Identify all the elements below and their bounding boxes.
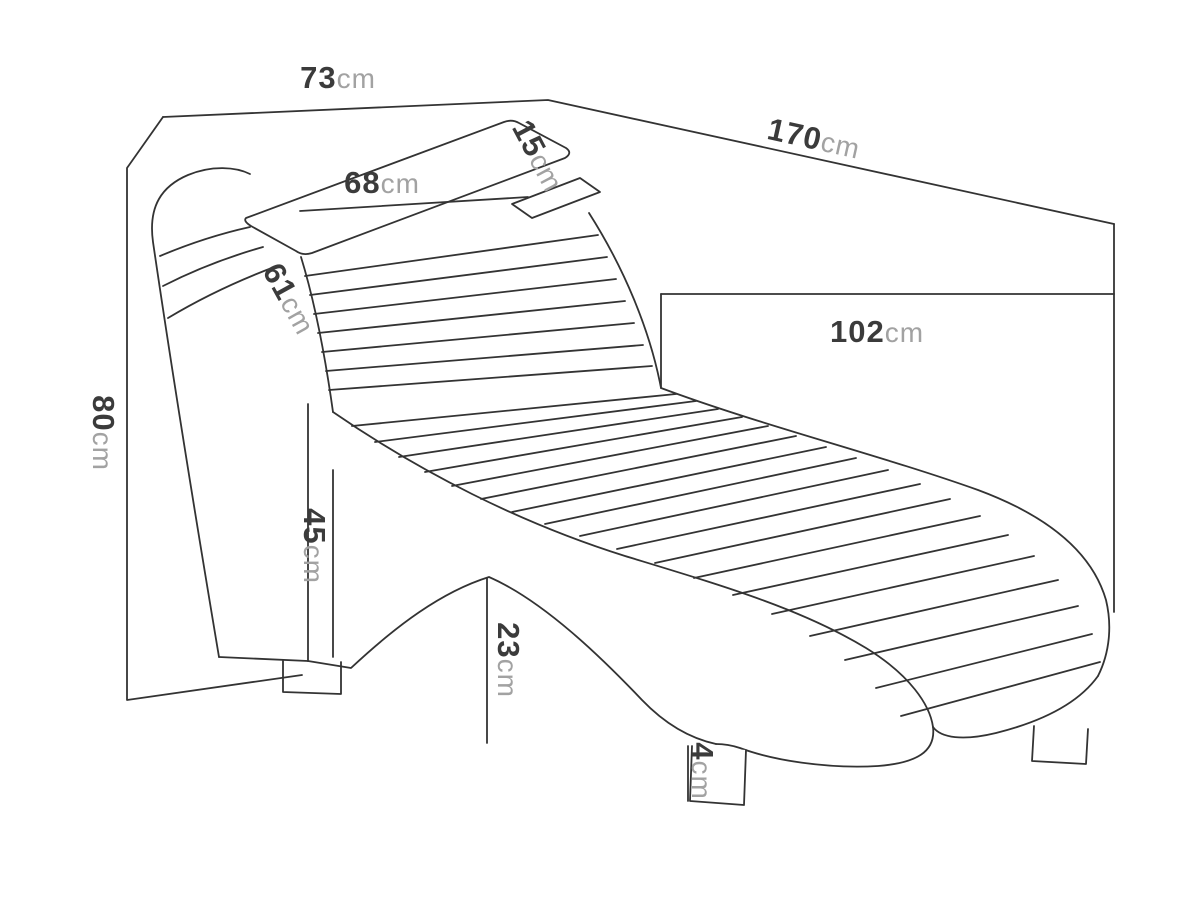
dimension-unit: cm	[686, 760, 717, 800]
feet	[689, 725, 1089, 806]
dimension-value: 45	[297, 508, 332, 545]
dimension-value: 102	[829, 314, 885, 349]
pillow-flap	[511, 177, 601, 219]
dimension-value: 23	[491, 622, 526, 659]
dimension-unit: cm	[492, 658, 523, 698]
front-foot	[689, 745, 747, 806]
pillow	[244, 119, 571, 256]
dimension-lines	[299, 196, 689, 802]
backrest-stripes	[159, 226, 653, 391]
bounding-box-lines	[126, 99, 1115, 701]
dimension-unit: cm	[380, 168, 420, 199]
dimension-value: 73	[300, 60, 337, 95]
dimension-unit: cm	[884, 317, 925, 348]
dimension-unit: cm	[87, 431, 118, 471]
headrest-pillow	[244, 119, 601, 256]
dimension-unit: cm	[818, 126, 864, 165]
left-foot	[282, 660, 342, 695]
right-foot	[1031, 725, 1089, 765]
seat-stripes	[351, 393, 1101, 717]
dimension-value: 68	[344, 165, 381, 200]
dimension-unit: cm	[298, 544, 329, 584]
dimension-value: 80	[86, 395, 121, 432]
dimension-unit: cm	[336, 63, 376, 94]
dimension-value: 4	[685, 742, 720, 761]
